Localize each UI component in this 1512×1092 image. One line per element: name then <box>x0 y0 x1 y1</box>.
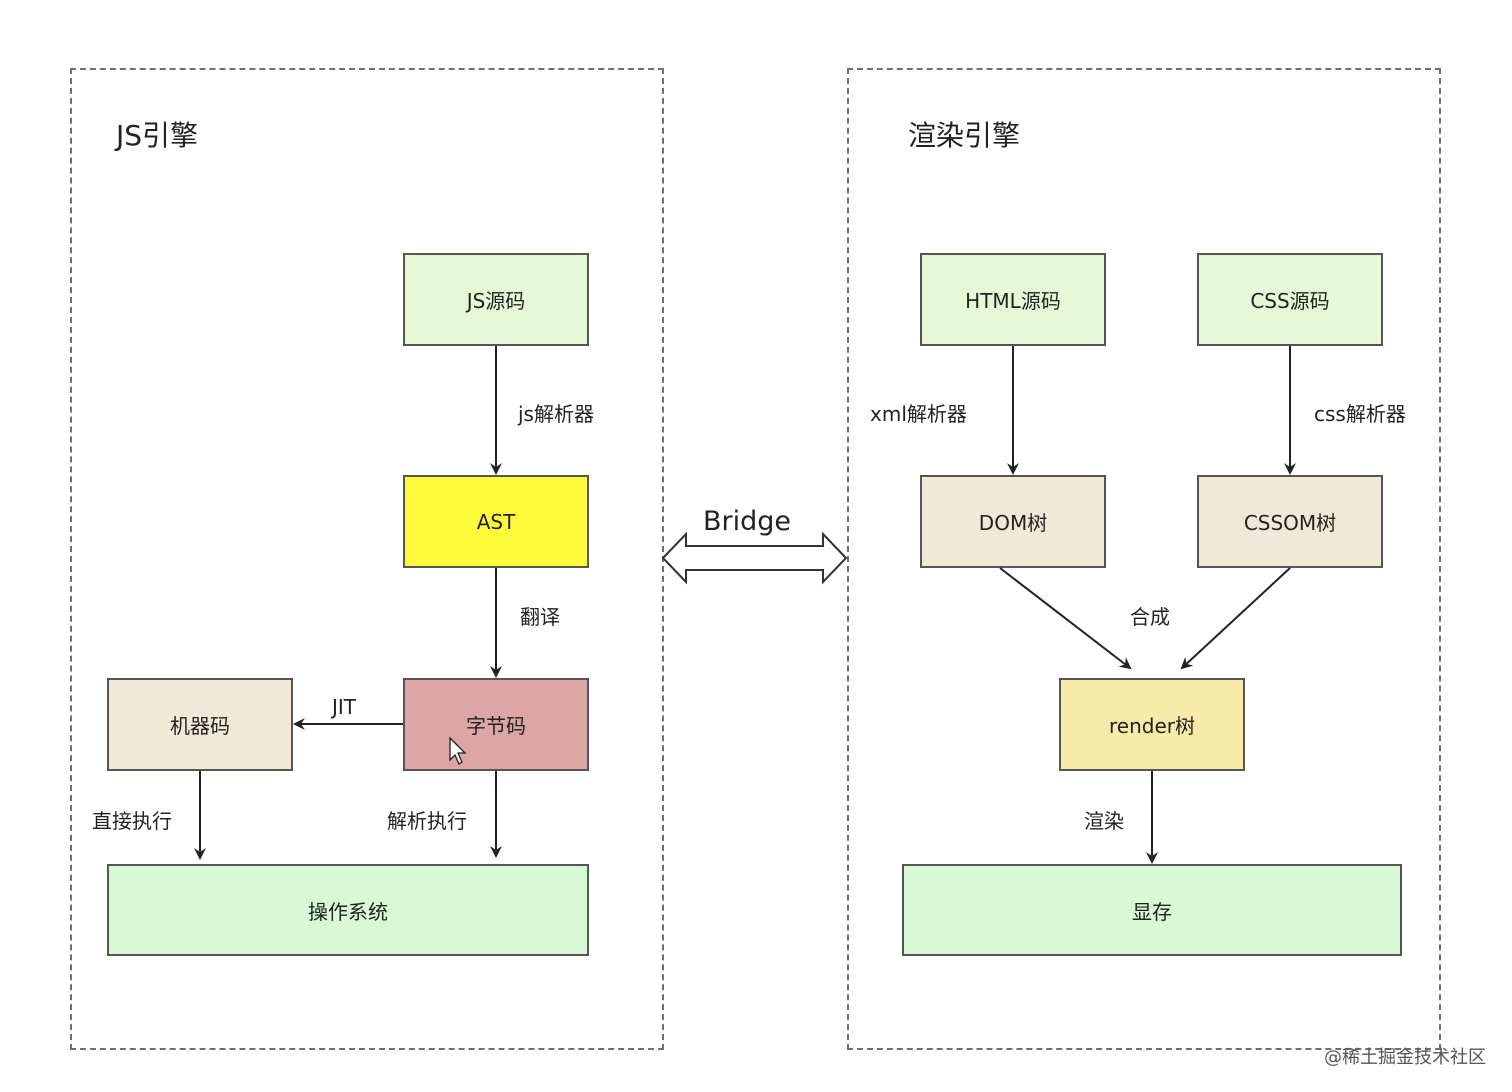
watermark-text: @稀土掘金技术社区 <box>1324 1047 1486 1068</box>
edge-dom-to-render <box>999 567 1132 670</box>
render-engine-panel <box>847 68 1441 1050</box>
combine-label: 合成 <box>1130 605 1170 629</box>
render-label: 渲染 <box>1084 809 1124 833</box>
ast-node: AST <box>403 475 589 568</box>
jit-label: JIT <box>332 695 357 719</box>
bridge-label: Bridge <box>703 506 792 537</box>
render-tree-node: render树 <box>1059 678 1245 771</box>
video-memory-node: 显存 <box>902 864 1402 956</box>
edge-cssom-to-render <box>1180 567 1291 670</box>
direct-exec-label: 直接执行 <box>92 809 172 833</box>
render-engine-title: 渲染引擎 <box>908 119 1021 152</box>
js-parser-label: js解析器 <box>518 402 594 426</box>
translate-label: 翻译 <box>520 605 560 629</box>
dom-tree-node: DOM树 <box>920 475 1106 568</box>
html-source-node: HTML源码 <box>920 253 1106 346</box>
bridge-double-arrow <box>661 531 848 585</box>
js-source-node: JS源码 <box>403 253 589 346</box>
cssom-tree-node: CSSOM树 <box>1197 475 1383 568</box>
operating-system-node: 操作系统 <box>107 864 589 956</box>
interpret-exec-label: 解析执行 <box>387 809 467 833</box>
js-engine-title: JS引擎 <box>116 119 199 152</box>
css-parser-label: css解析器 <box>1314 402 1406 426</box>
css-source-node: CSS源码 <box>1197 253 1383 346</box>
machine-code-node: 机器码 <box>107 678 293 771</box>
mouse-pointer-icon <box>449 736 467 765</box>
xml-parser-label: xml解析器 <box>870 402 967 426</box>
bytecode-node: 字节码 <box>403 678 589 771</box>
